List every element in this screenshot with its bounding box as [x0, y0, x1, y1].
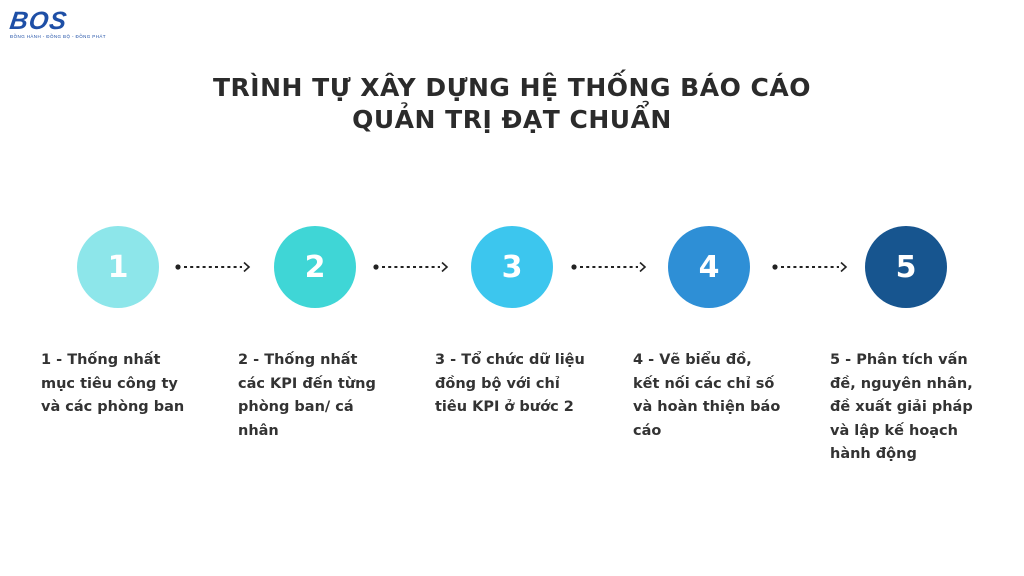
step-3-text: 3 - Tổ chức dữ liệu đồng bộ với chỉ tiêu… — [435, 352, 585, 415]
logo-wordmark: BOS — [8, 7, 70, 35]
step-4-number: 4 — [698, 249, 720, 285]
step-4-circle: 4 — [668, 226, 750, 308]
arrow-3-4-icon — [571, 261, 647, 273]
step-3-circle: 3 — [471, 226, 553, 308]
step-5-number: 5 — [895, 249, 917, 285]
title-line-2: QUẢN TRỊ ĐẠT CHUẨN — [352, 105, 672, 134]
page-title: TRÌNH TỰ XÂY DỰNG HỆ THỐNG BÁO CÁO QUẢN … — [0, 72, 1024, 136]
step-5-text: 5 - Phân tích vấn đề, nguyên nhân, đề xu… — [830, 352, 973, 462]
arrow-1-2-icon — [175, 261, 251, 273]
bos-logo: BOS ĐỒNG HÀNH - ĐỒNG BỘ - ĐỒNG PHÁT — [8, 7, 110, 42]
step-5-circle: 5 — [865, 226, 947, 308]
step-2-circle: 2 — [274, 226, 356, 308]
title-line-1: TRÌNH TỰ XÂY DỰNG HỆ THỐNG BÁO CÁO — [212, 73, 811, 102]
arrow-4-5-icon — [772, 261, 848, 273]
arrow-2-3-icon — [373, 261, 449, 273]
step-4-text: 4 - Vẽ biểu đồ, kết nối các chỉ số và ho… — [633, 352, 781, 439]
step-1-number: 1 — [107, 249, 129, 285]
step-3-number: 3 — [501, 249, 523, 285]
step-1-circle: 1 — [77, 226, 159, 308]
step-2-text: 2 - Thống nhất các KPI đến từng phòng ba… — [238, 352, 376, 439]
logo-tagline: ĐỒNG HÀNH - ĐỒNG BỘ - ĐỒNG PHÁT — [10, 34, 106, 39]
step-2-number: 2 — [304, 249, 326, 285]
step-1-text: 1 - Thống nhất mục tiêu công ty và các p… — [41, 352, 185, 415]
